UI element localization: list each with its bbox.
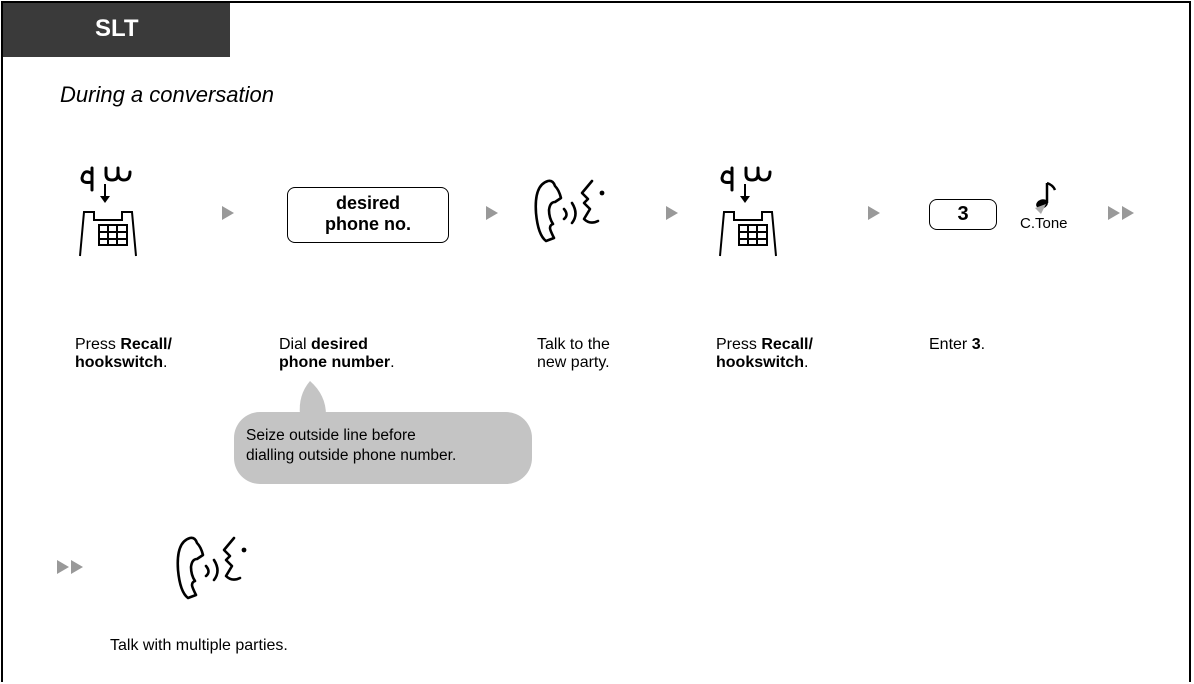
step-1-caption: Press Recall/ hookswitch. bbox=[75, 336, 172, 371]
desired-phone-no-key: desired phone no. bbox=[287, 187, 449, 243]
c-tone-label: C.Tone bbox=[1020, 215, 1068, 232]
double-arrow bbox=[57, 560, 69, 574]
double-arrow bbox=[1122, 206, 1134, 220]
recall-hookswitch-icon bbox=[79, 166, 137, 257]
note-bubble bbox=[234, 412, 532, 484]
arrow bbox=[868, 206, 880, 220]
step-3-caption: Talk to the new party. bbox=[537, 336, 610, 371]
talking-handset-icon bbox=[176, 536, 247, 600]
final-caption: Talk with multiple parties. bbox=[110, 637, 288, 654]
step-4-caption: Press Recall/ hookswitch. bbox=[716, 336, 813, 371]
confirmation-tone-icon bbox=[1035, 181, 1057, 214]
double-arrow bbox=[1108, 206, 1120, 220]
arrow bbox=[486, 206, 498, 220]
recall-hookswitch-icon bbox=[719, 166, 777, 257]
arrow bbox=[222, 206, 234, 220]
step-5-caption: Enter 3. bbox=[929, 336, 986, 353]
bubble-tail bbox=[299, 381, 326, 415]
key-3: 3 bbox=[929, 199, 997, 230]
arrow bbox=[666, 206, 678, 220]
talking-handset-icon bbox=[534, 179, 605, 243]
note-text: Seize outside line before dialling outsi… bbox=[246, 427, 457, 464]
double-arrow bbox=[71, 560, 83, 574]
slt-tab: SLT bbox=[3, 3, 230, 57]
subtitle: During a conversation bbox=[60, 82, 275, 107]
step-2-caption: Dial desired phone number. bbox=[279, 336, 395, 371]
tab-label: SLT bbox=[95, 15, 139, 42]
